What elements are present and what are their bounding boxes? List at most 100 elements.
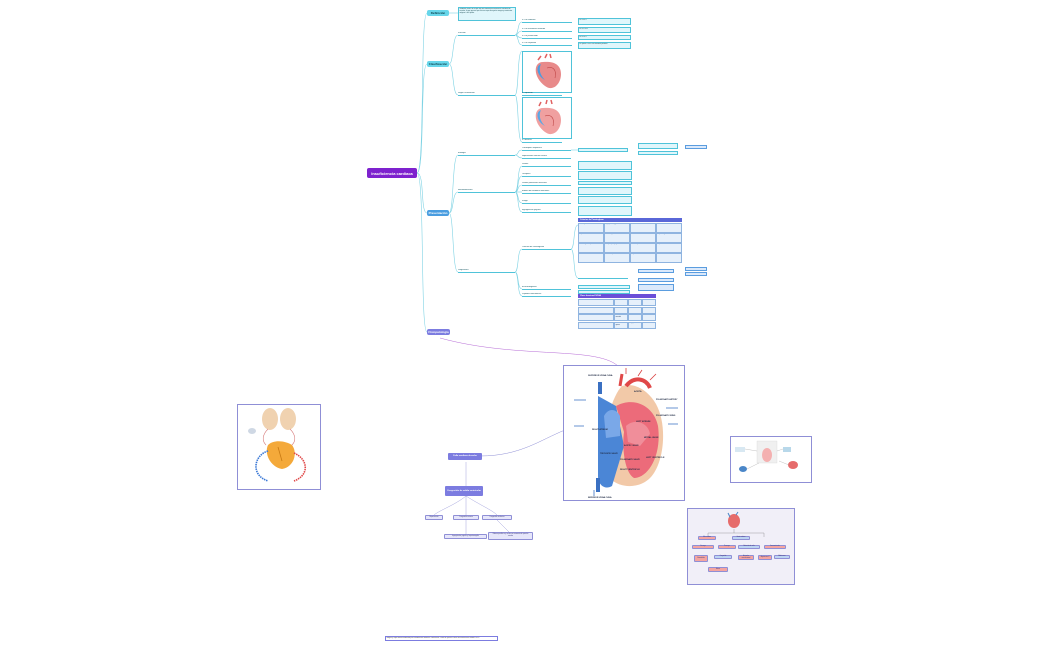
label-aortic-valve: AORTIC VALVE [624, 444, 639, 447]
img-label-right: IC derecha [522, 139, 562, 143]
dx-eco-detail [685, 272, 707, 276]
nyha-cell: Limitación leve [614, 306, 628, 314]
branch-definicion[interactable]: Definición [427, 10, 449, 16]
root-node[interactable]: Insuficiencia cardiaca [367, 168, 417, 178]
flow-node[interactable]: Edema [708, 567, 728, 572]
dx-eco-node [638, 284, 674, 291]
definicion-text: Síndrome clínico en el que hay una alter… [458, 7, 516, 21]
clinica-item[interactable]: Ortopnea [522, 173, 571, 177]
criterios-cell: Tercer ruido [578, 253, 604, 263]
fisio-grandchild[interactable]: Ingurgitación yugular y hepatomegalia [444, 534, 487, 539]
nyha-cell: — [642, 321, 656, 329]
dx-item[interactable]: Ecocardiograma [522, 286, 571, 290]
nyha-cell: Síntomas en reposo [614, 321, 628, 329]
nyha-cell: Sin limitación [614, 299, 628, 306]
criterios-cell: Frecuencia [656, 253, 682, 263]
criterios-cell: Hepatomegalia [656, 233, 682, 243]
etiologia-item[interactable]: Hipertensión arterial crónica [522, 155, 571, 159]
nyha-cell: Grave [628, 314, 642, 321]
flow-node[interactable]: Gasto cardiaco [732, 536, 750, 540]
heart-image-left [522, 51, 572, 93]
dx-eco-node [638, 269, 674, 273]
nyha-cell: Clase I [578, 299, 614, 306]
label-pulmonary-veins: PULMONARY VEINS [656, 414, 676, 417]
flow-node[interactable]: Vasoconstricción [764, 545, 786, 549]
dx-eco-detail [685, 267, 707, 271]
fisio-main-node[interactable]: Falla cardiaca derecha [448, 453, 482, 460]
flow-node[interactable]: Aldosterona [774, 555, 790, 559]
clinica-desc [578, 171, 632, 180]
nyha-cell: — [642, 306, 656, 314]
criterios-cell: Cardiomegalia [604, 233, 630, 243]
flow-node[interactable]: Activación neurohormonal [738, 555, 754, 560]
dx-pep-desc [578, 290, 630, 294]
label-pulmonary-valve: PULMONARY VALVE [620, 458, 640, 461]
dx-item[interactable]: Criterios de Framingham [522, 246, 571, 250]
pres-diagnostico[interactable]: Diagnóstico [458, 269, 515, 273]
flow-node[interactable]: Retención de sodio [738, 545, 760, 549]
criterios-cell: Capacidad vital [630, 253, 656, 263]
clinica-item[interactable]: Ingurgitación yugular [522, 209, 571, 213]
flow-node[interactable]: Precarga [692, 545, 714, 549]
pres-clinica[interactable]: Manifestaciones [458, 189, 515, 193]
branch-fisiopatologia[interactable]: Fisiopatología [427, 329, 450, 335]
fisio-child[interactable]: Congestión sistémica [482, 515, 512, 520]
clasif-desc: FE 41–49% [578, 27, 631, 33]
label-left-atrium: LEFT ATRIUM [636, 420, 651, 423]
clasif-item[interactable]: IC FE levemente reducida [522, 28, 572, 32]
nyha-cell: Muy grave [628, 321, 642, 329]
clasif-desc: FE ≤ 40% [578, 18, 631, 25]
label-aorta: AORTA [634, 390, 642, 393]
clinica-item[interactable]: Edema de miembros inferiores [522, 190, 571, 194]
flow-node[interactable]: Remodelado [694, 555, 708, 562]
clasif-item[interactable]: IC FE mejorada [522, 42, 572, 46]
branch-presentacion[interactable]: Presentación [427, 210, 449, 216]
clasif-desc: FE previa ≤ 40% con aumento posterior [578, 42, 631, 49]
etiologia-detail [638, 143, 678, 149]
pres-etiologia[interactable]: Etiología [458, 152, 515, 156]
branch-clasificacion[interactable]: Clasificación [427, 61, 449, 67]
clasif-item[interactable]: IC FE preservada [522, 35, 572, 39]
label-right-ventricle: RIGHT VENTRICLE [620, 469, 640, 471]
fisio-sub-node[interactable]: Congestión de salida ventricular [445, 486, 483, 496]
heart-diagram: SUPERIOR VENA CAVA AORTA PULMONARY ARTER… [563, 365, 685, 501]
clinica-item[interactable]: Disnea [522, 163, 571, 167]
clasif-anatomica[interactable]: Según localización [458, 92, 515, 96]
criterios-cell: Reflujo hepatoyugular [604, 243, 630, 253]
clinica-desc [578, 187, 632, 195]
clinica-item[interactable]: Disnea paroxística nocturna [522, 182, 571, 186]
img-label-left: IC izquierda [522, 92, 562, 96]
nyha-table-title: Clase funcional NYHA [578, 294, 656, 298]
etiologia-detail [638, 151, 678, 155]
criterios-table-title: Criterios de Framingham [578, 218, 682, 222]
flow-node[interactable]: Falla cardiaca [698, 536, 716, 540]
flow-node[interactable]: Congestión [714, 555, 732, 559]
flow-node[interactable]: Angiotensina II [758, 555, 772, 560]
etiologia-extra [685, 145, 707, 149]
footer-caption: Imagen y mapa mental elaborado por estud… [385, 636, 498, 641]
clinica-desc [578, 206, 632, 216]
criterios-cell: Crepitantes [578, 233, 604, 243]
clasif-item[interactable]: IC FE reducida [522, 19, 572, 23]
criterios-cell: Pérdida de peso [604, 253, 630, 263]
label-pulmonary-artery: PULMONARY ARTERY [656, 398, 678, 401]
clinica-desc [578, 196, 632, 204]
label-right-atrium: RIGHT ATRIUM [592, 428, 608, 431]
fisio-grandchild[interactable]: Edema periférico y ascitis por aumento d… [488, 532, 533, 540]
criterios-cell: Disnea de esfuerzo [630, 233, 656, 243]
etiologia-item[interactable]: Cardiopatía isquémica [522, 147, 571, 151]
heart-image-right [522, 97, 572, 139]
criterios-cell: Taquicardia [656, 243, 682, 253]
dx-item[interactable]: Péptidos natriuréticos [522, 293, 571, 297]
clasif-desc: FE ≥ 50% [578, 35, 631, 40]
flow-node[interactable]: Poscarga [718, 545, 736, 549]
fisio-child[interactable]: Congestión venosa [453, 515, 479, 520]
fisio-child[interactable]: Hipertensión [425, 515, 443, 520]
nyha-cell: Limitación marcada [614, 314, 628, 321]
clinica-item[interactable]: Fatiga [522, 200, 571, 204]
circulation-diagram [237, 404, 321, 490]
clasif-fraccion[interactable]: Fracción [458, 32, 515, 36]
